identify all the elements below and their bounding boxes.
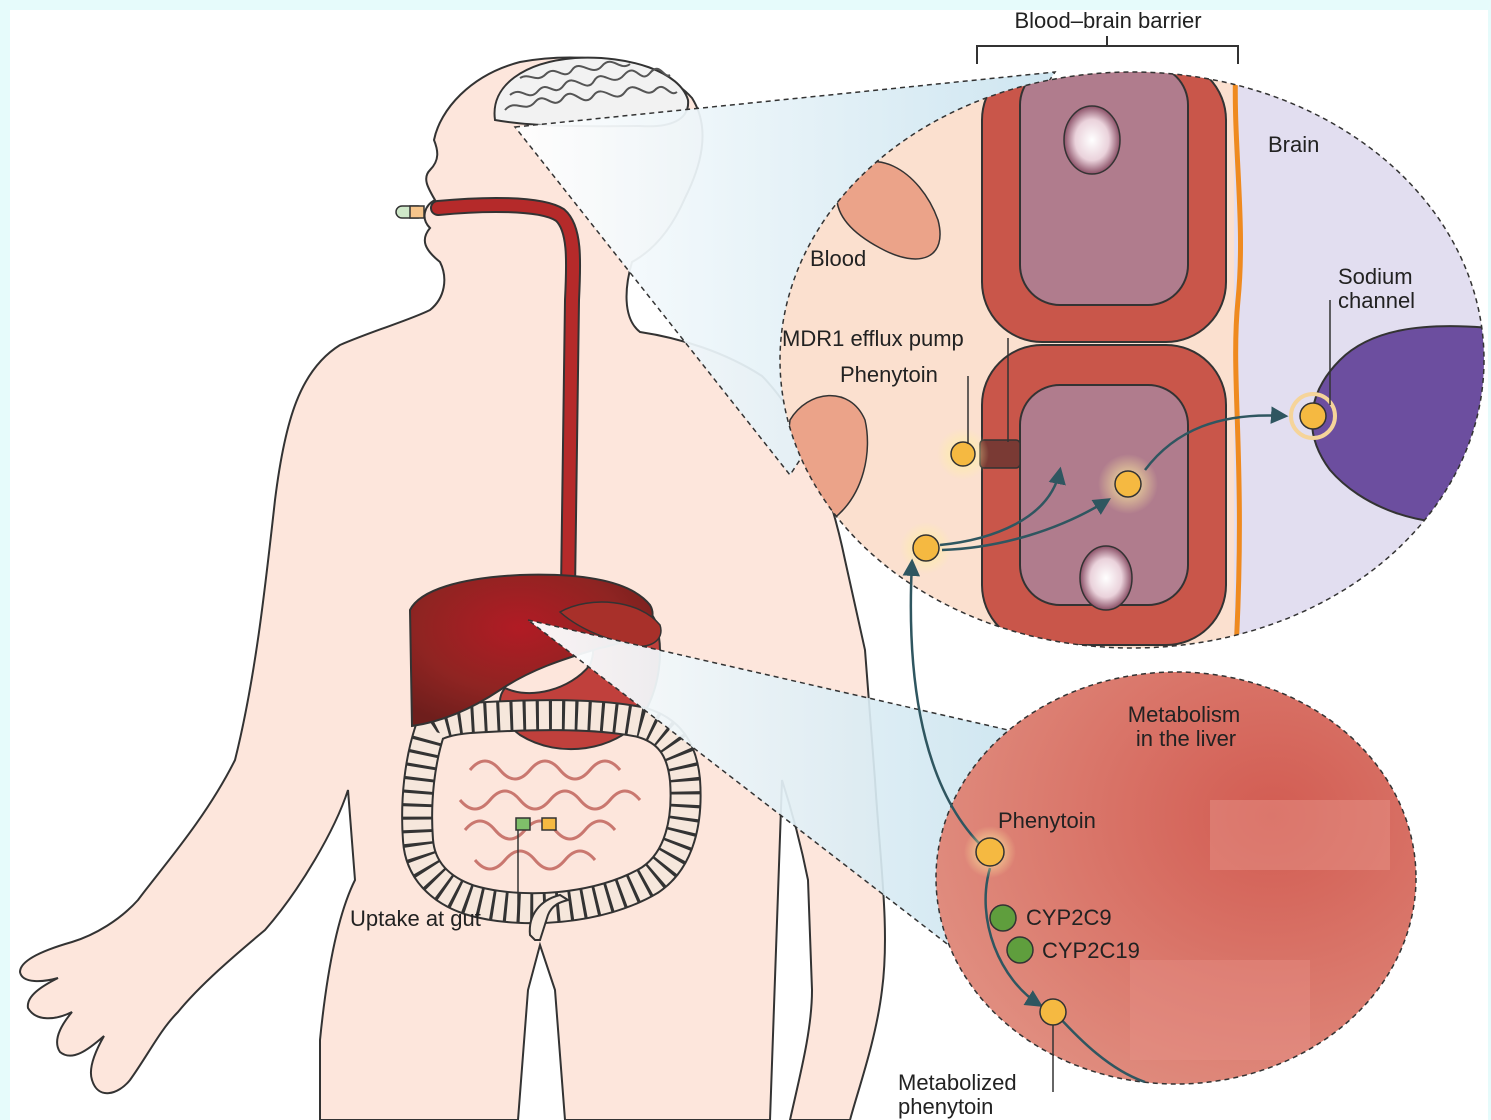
label-mdr1-efflux-pump: MDR1 efflux pump — [782, 326, 964, 351]
phenytoin-molecule-icon — [976, 838, 1004, 866]
label-phenytoin-brain: Phenytoin — [840, 362, 938, 387]
label-metabolism-line1: Metabolism — [1128, 702, 1240, 727]
pill-capsule-icon — [396, 206, 424, 218]
label-metabolism-line2: in the liver — [1136, 726, 1236, 751]
label-sodium-channel-line2: channel — [1338, 288, 1415, 313]
cyp2c19-enzyme-icon — [1007, 937, 1033, 963]
label-brain: Brain — [1268, 132, 1319, 157]
label-cyp2c19: CYP2C19 — [1042, 938, 1140, 963]
phenytoin-molecule-icon — [913, 535, 939, 561]
phenytoin-molecule-icon — [951, 442, 975, 466]
sodium-channel-icon — [1300, 403, 1326, 429]
label-metabolized-line2: phenytoin — [898, 1094, 993, 1119]
cyp2c9-enzyme-icon — [990, 905, 1016, 931]
phenytoin-molecule-icon — [1115, 471, 1141, 497]
metabolized-phenytoin-icon — [1040, 999, 1066, 1025]
label-sodium-channel-line1: Sodium — [1338, 264, 1413, 289]
label-metabolized-line1: Metabolized — [898, 1070, 1017, 1095]
label-uptake-at-gut: Uptake at gut — [350, 906, 481, 931]
cell-nucleus — [1064, 106, 1120, 174]
label-cyp2c9: CYP2C9 — [1026, 905, 1112, 930]
label-blood: Blood — [810, 246, 866, 271]
label-phenytoin-liver: Phenytoin — [998, 808, 1096, 833]
cell-nucleus — [1080, 546, 1132, 610]
label-blood-brain-barrier: Blood–brain barrier — [1014, 8, 1201, 33]
